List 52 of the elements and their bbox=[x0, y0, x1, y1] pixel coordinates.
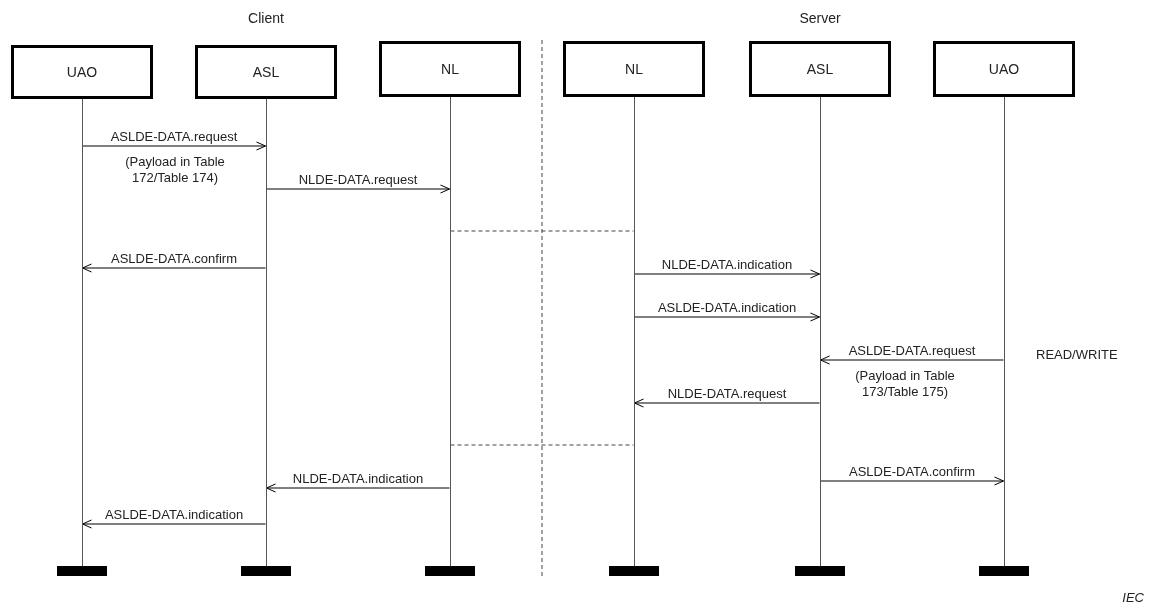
lifeline-header-box bbox=[379, 41, 521, 97]
lifeline-header-box bbox=[749, 41, 891, 97]
payload-note: (Payload in Table 172/Table 174) bbox=[124, 154, 226, 186]
lifeline bbox=[81, 99, 83, 566]
message-arrow bbox=[266, 184, 450, 194]
participant-name: UAO bbox=[988, 61, 1020, 77]
group-heading: Client bbox=[247, 10, 285, 26]
message-arrow bbox=[820, 476, 1004, 486]
lifeline-header-box bbox=[563, 41, 705, 97]
group-heading: Server bbox=[798, 10, 842, 26]
participant-name: NL bbox=[625, 61, 643, 77]
lifeline bbox=[265, 99, 267, 566]
participant-name: ASL bbox=[806, 61, 834, 77]
message-label: ASLDE-DATA.confirm bbox=[110, 251, 238, 266]
lifeline bbox=[449, 97, 451, 566]
separator-line bbox=[450, 444, 634, 446]
participant-name: UAO bbox=[66, 64, 98, 80]
message-arrow bbox=[82, 141, 266, 151]
separator-line bbox=[450, 230, 634, 232]
payload-note: (Payload in Table 173/Table 175) bbox=[854, 368, 956, 400]
lifeline-end-bar bbox=[609, 566, 659, 576]
lifeline-end-bar bbox=[57, 566, 107, 576]
source-mark: IEC bbox=[1121, 590, 1144, 606]
message-label: NLDE-DATA.request bbox=[297, 172, 419, 187]
message-arrow bbox=[820, 355, 1004, 365]
message-arrow bbox=[82, 519, 266, 529]
message-label: ASLDE-DATA.indication bbox=[656, 300, 798, 315]
lifeline-header-box bbox=[195, 45, 337, 99]
message-arrow bbox=[266, 483, 450, 493]
message-label: ASLDE-DATA.confirm bbox=[848, 464, 976, 479]
operation-note: READ/WRITE bbox=[1036, 347, 1119, 363]
lifeline bbox=[1003, 97, 1005, 566]
message-label: NLDE-DATA.request bbox=[666, 386, 788, 401]
message-arrow bbox=[634, 312, 820, 322]
message-label: ASLDE-DATA.indication bbox=[103, 507, 245, 522]
lifeline-end-bar bbox=[241, 566, 291, 576]
message-arrow bbox=[634, 398, 820, 408]
lifeline-end-bar bbox=[425, 566, 475, 576]
message-label: NLDE-DATA.indication bbox=[291, 471, 425, 486]
participant-name: NL bbox=[441, 61, 459, 77]
message-label: NLDE-DATA.indication bbox=[660, 257, 794, 272]
message-label: ASLDE-DATA.request bbox=[109, 129, 239, 144]
lifeline bbox=[633, 97, 635, 566]
lifeline-end-bar bbox=[795, 566, 845, 576]
message-arrow bbox=[82, 263, 266, 273]
message-label: ASLDE-DATA.request bbox=[847, 343, 977, 358]
message-arrow bbox=[634, 269, 820, 279]
lifeline-end-bar bbox=[979, 566, 1029, 576]
lifeline-header-box bbox=[11, 45, 153, 99]
participant-name: ASL bbox=[252, 64, 280, 80]
lifeline bbox=[819, 97, 821, 566]
lifeline-header-box bbox=[933, 41, 1075, 97]
